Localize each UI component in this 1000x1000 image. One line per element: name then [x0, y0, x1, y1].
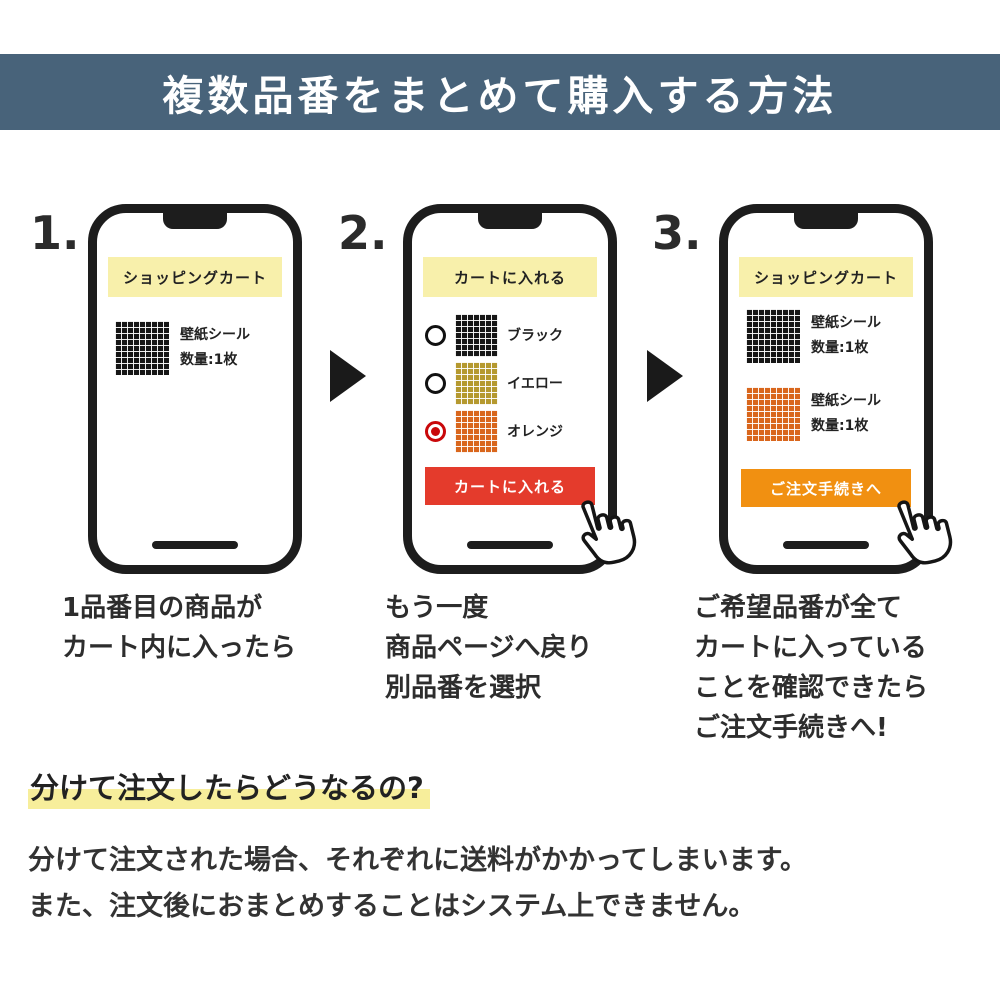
- phone-step-3: ショッピングカート 壁紙シール 数量:1枚 壁紙シール 数量:1枚 ご注文手続き…: [719, 204, 953, 574]
- caption-line: カートに入っている: [694, 633, 927, 663]
- footer-heading: 分けて注文したらどうなるの?: [28, 765, 430, 809]
- banner-title: 複数品番をまとめて購入する方法: [162, 72, 838, 120]
- option-swatch-orange-icon: [455, 409, 498, 453]
- caption-line: 別品番を選択: [385, 673, 542, 703]
- caption-line: カート内に入ったら: [62, 633, 297, 663]
- footer-body-line: また、注文後におまとめすることはシステム上できません。: [28, 891, 756, 922]
- option-label: イエロー: [507, 376, 563, 392]
- product-name: 壁紙シール: [811, 315, 881, 331]
- step-1-number: 1.: [30, 206, 80, 260]
- checkout-button: ご注文手続きへ: [741, 469, 911, 507]
- product-row: 壁紙シール 数量:1枚: [746, 309, 881, 363]
- product-swatch-black-icon: [746, 309, 800, 363]
- footer-body: 分けて注文された場合、それぞれに送料がかかってしまいます。 また、注文後におまと…: [28, 838, 807, 930]
- cart-header-bar: ショッピングカート: [739, 257, 913, 297]
- product-swatch-black-icon: [115, 321, 169, 375]
- product-info: 壁紙シール 数量:1枚: [180, 323, 250, 373]
- product-row: 壁紙シール 数量:1枚: [746, 387, 881, 441]
- phone-step-1: ショッピングカート 壁紙シール 数量:1枚: [88, 204, 302, 574]
- option-swatch-black-icon: [455, 313, 498, 357]
- caption-line: ご注文手続きへ!: [694, 713, 888, 743]
- option-swatch-yellow-icon: [455, 361, 498, 405]
- arrow-right-icon: [330, 350, 366, 402]
- hand-cursor-icon: [560, 488, 646, 579]
- caption-line: もう一度: [385, 593, 489, 623]
- product-row: 壁紙シール 数量:1枚: [115, 321, 250, 375]
- caption-line: 1品番目の商品が: [62, 593, 263, 623]
- hand-cursor-icon: [876, 488, 962, 579]
- step-1-caption: 1品番目の商品が カート内に入ったら: [62, 588, 296, 668]
- caption-line: 商品ページへ戻り: [385, 633, 593, 663]
- color-option-row: イエロー: [425, 361, 563, 405]
- option-label: ブラック: [507, 328, 563, 344]
- footer-body-line: 分けて注文された場合、それぞれに送料がかかってしまいます。: [28, 845, 807, 876]
- step-3-number: 3.: [652, 206, 702, 260]
- color-option-row: オレンジ: [425, 409, 563, 453]
- phone-home-bar: [783, 541, 869, 549]
- step-2-number: 2.: [338, 206, 388, 260]
- radio-unselected-icon: [425, 324, 446, 346]
- product-qty: 数量:1枚: [811, 340, 869, 356]
- phone-step-2: カートに入れる ブラック イエロー オレンジ カートに入れる: [403, 204, 637, 574]
- add-to-cart-button: カートに入れる: [425, 467, 595, 505]
- phone-home-bar: [467, 541, 553, 549]
- color-option-row: ブラック: [425, 313, 563, 357]
- step-2-caption: もう一度 商品ページへ戻り 別品番を選択: [385, 588, 592, 708]
- caption-line: ことを確認できたら: [694, 673, 929, 703]
- cart-header-bar: ショッピングカート: [108, 257, 282, 297]
- product-qty: 数量:1枚: [180, 352, 238, 368]
- banner: 複数品番をまとめて購入する方法: [0, 54, 1000, 130]
- phone-notch: [163, 212, 227, 229]
- phone-notch: [794, 212, 858, 229]
- product-name: 壁紙シール: [811, 393, 881, 409]
- phone-home-bar: [152, 541, 238, 549]
- phone-notch: [478, 212, 542, 229]
- product-swatch-orange-icon: [746, 387, 800, 441]
- arrow-right-icon: [647, 350, 683, 402]
- option-label: オレンジ: [507, 424, 563, 440]
- product-name: 壁紙シール: [180, 327, 250, 343]
- caption-line: ご希望品番が全て: [694, 593, 903, 623]
- step-3-caption: ご希望品番が全て カートに入っている ことを確認できたら ご注文手続きへ!: [694, 588, 928, 748]
- product-info: 壁紙シール 数量:1枚: [811, 311, 881, 361]
- radio-unselected-icon: [425, 372, 446, 394]
- product-qty: 数量:1枚: [811, 418, 869, 434]
- add-to-cart-header-bar: カートに入れる: [423, 257, 597, 297]
- footer-heading-text: 分けて注文したらどうなるの?: [28, 771, 430, 809]
- radio-selected-icon: [425, 420, 446, 442]
- product-info: 壁紙シール 数量:1枚: [811, 389, 881, 439]
